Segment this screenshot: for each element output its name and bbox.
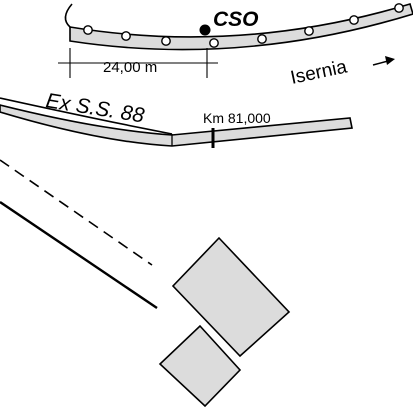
ring-marker xyxy=(209,38,219,48)
direction-label: Isernia xyxy=(289,56,350,88)
distance-label: 24,00 m xyxy=(103,59,157,76)
ring-markers xyxy=(83,3,404,48)
dimension-line xyxy=(58,48,218,78)
ring-marker xyxy=(394,3,404,13)
building-small xyxy=(158,324,242,408)
cso-label: CSO xyxy=(213,8,259,31)
ring-marker xyxy=(349,15,359,25)
ring-marker xyxy=(83,25,93,35)
road-outer-line xyxy=(0,97,173,135)
ring-marker xyxy=(304,26,314,36)
solid-diagonal-line xyxy=(0,201,158,309)
ring-marker xyxy=(161,36,171,46)
upper-band-hook xyxy=(64,3,73,28)
road-band xyxy=(0,104,353,147)
cso-marker-dot xyxy=(199,24,211,36)
ring-marker xyxy=(121,31,131,41)
upper-band xyxy=(69,3,413,51)
ring-marker xyxy=(257,34,267,44)
arrow-right-icon xyxy=(372,56,395,66)
km-marker-label: Km 81,000 xyxy=(203,110,271,126)
building-large xyxy=(171,236,291,358)
dashed-line xyxy=(0,159,153,266)
